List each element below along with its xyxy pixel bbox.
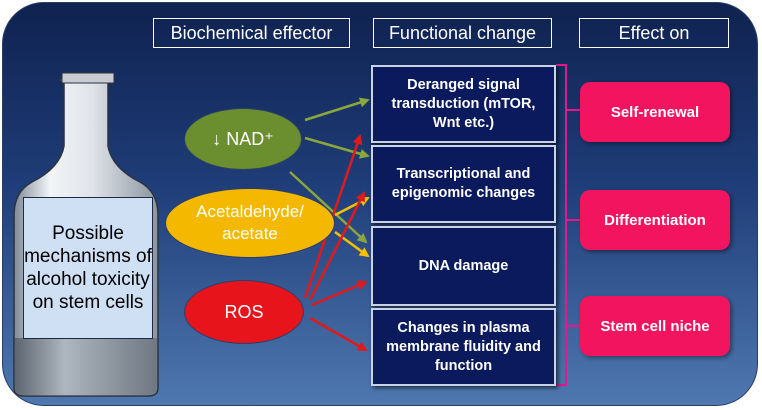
arrow-nad-to-dna [289, 171, 368, 244]
bottle-liquid [15, 338, 157, 395]
header-functional-change: Functional change [373, 18, 552, 48]
effector-nad: ↓ NAD⁺ [184, 108, 302, 170]
arrow-ros-to-membrane [309, 316, 368, 352]
change-dna-damage: DNA damage [371, 226, 556, 306]
arrow-ros-to-dna [311, 280, 368, 307]
bottle-cap [61, 72, 115, 84]
effect-stem-cell-niche: Stem cell niche [580, 296, 730, 356]
bracket [556, 64, 567, 386]
arrow-ros-to-transcriptional [308, 191, 366, 301]
header-biochemical-effector: Biochemical effector [153, 18, 350, 48]
header-effect-on: Effect on [579, 18, 729, 48]
effector-ros: ROS [184, 280, 304, 344]
arrow-acetaldehyde-to-transcriptional [334, 196, 370, 217]
bottle-label: Possible mechanisms of alcohol toxicity … [23, 197, 153, 339]
arrow-acetaldehyde-to-dna [334, 230, 370, 258]
change-signal-transduction: Deranged signal transduction (mTOR, Wnt … [371, 65, 556, 143]
effect-differentiation: Differentiation [580, 190, 730, 250]
arrow-nad-to-signal [304, 97, 370, 122]
arrow-nad-to-transcriptional [304, 136, 370, 159]
effector-acetaldehyde: Acetaldehyde/ acetate [165, 188, 335, 258]
effect-self-renewal: Self-renewal [580, 82, 730, 142]
change-membrane: Changes in plasma membrane fluidity and … [371, 308, 556, 386]
change-transcriptional: Transcriptional and epigenomic changes [371, 145, 556, 223]
